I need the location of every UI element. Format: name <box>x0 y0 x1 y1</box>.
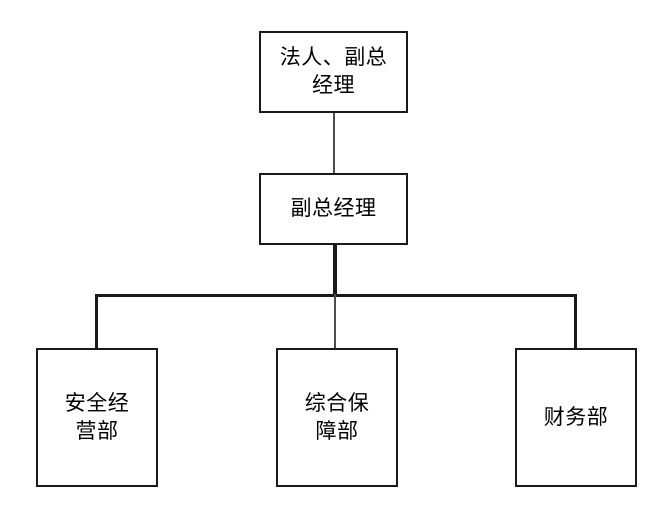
org-node-label: 副总经理 <box>290 196 377 221</box>
org-node-label: 安全经 营部 <box>64 390 130 443</box>
org-node-finance-department[interactable]: 财务部 <box>515 348 637 487</box>
connector-horizontal-bus <box>95 294 577 297</box>
connector-deputy-stem <box>333 245 337 297</box>
org-node-safety-operations-department[interactable]: 安全经 营部 <box>36 348 158 487</box>
connector-drop-department-2 <box>334 294 336 348</box>
org-node-comprehensive-support-department[interactable]: 综合保 障部 <box>276 348 398 487</box>
org-node-label: 法人、副总 经理 <box>279 45 388 97</box>
org-node-deputy-general-manager[interactable]: 副总经理 <box>259 173 408 245</box>
org-node-label: 财务部 <box>543 404 609 429</box>
org-node-legal-representative[interactable]: 法人、副总 经理 <box>259 31 408 113</box>
org-node-label: 综合保 障部 <box>304 390 370 443</box>
connector-root-to-deputy <box>333 113 335 173</box>
connector-drop-department-1 <box>95 294 98 348</box>
connector-drop-department-3 <box>574 294 577 348</box>
